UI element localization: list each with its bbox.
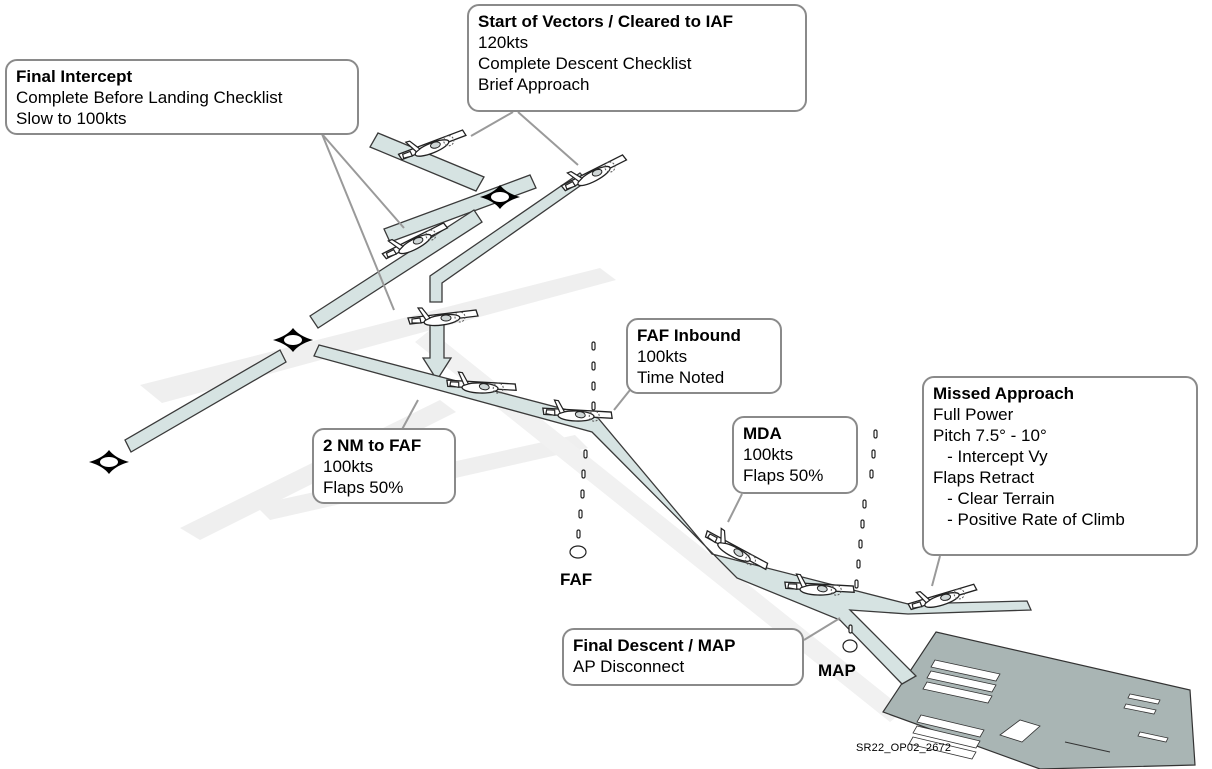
callout-title: MDA (743, 424, 782, 443)
callout-title: Final Descent / MAP (573, 636, 736, 655)
map-vertical-marker (842, 429, 878, 653)
callout-line: Complete Before Landing Checklist (16, 88, 283, 107)
callout-mda: MDA 100kts Flaps 50% (732, 416, 858, 494)
airplane-icon (557, 151, 632, 196)
callout-two-nm-to-faf: 2 NM to FAF 100kts Flaps 50% (312, 428, 456, 504)
callout-title: Start of Vectors / Cleared to IAF (478, 12, 734, 31)
callout-line: Slow to 100kts (16, 109, 127, 128)
callout-line: 100kts (743, 445, 794, 464)
callout-line: 100kts (323, 457, 374, 476)
callout-final-descent: Final Descent / MAP AP Disconnect (562, 628, 804, 686)
callout-line: Time Noted (637, 368, 725, 387)
callout-missed-approach: Missed Approach Full Power Pitch 7.5° - … (922, 376, 1198, 556)
callout-line: - Intercept Vy (933, 447, 1048, 466)
callout-leader-lines (321, 111, 941, 641)
callout-line: 120kts (478, 33, 529, 52)
callout-line: Complete Descent Checklist (478, 54, 692, 73)
callout-line: AP Disconnect (573, 657, 685, 676)
callout-line: - Positive Rate of Climb (933, 510, 1125, 529)
callout-title: 2 NM to FAF (323, 436, 422, 455)
map-label: MAP (818, 661, 856, 680)
figure-credit: SR22_OP02_2672 (856, 742, 952, 754)
callout-title: FAF Inbound (637, 326, 741, 345)
fix-marker-icon (89, 450, 129, 474)
runway (882, 631, 1196, 769)
callout-title: Missed Approach (933, 384, 1075, 403)
callout-line: Full Power (933, 405, 1014, 424)
callout-final-intercept: Final Intercept Complete Before Landing … (5, 59, 359, 135)
faf-vertical-marker (569, 341, 596, 559)
callout-line: Flaps 50% (323, 478, 404, 497)
callout-title: Final Intercept (16, 67, 133, 86)
track-ribbons (124, 132, 1032, 685)
callout-faf-inbound: FAF Inbound 100kts Time Noted (626, 318, 782, 394)
callout-line: Flaps 50% (743, 466, 824, 485)
faf-label: FAF (560, 570, 593, 589)
callout-line: 100kts (637, 347, 688, 366)
callout-line: Brief Approach (478, 75, 590, 94)
callout-line: - Clear Terrain (933, 489, 1055, 508)
callout-line: Pitch 7.5° - 10° (933, 426, 1047, 445)
callout-line: Flaps Retract (933, 468, 1035, 487)
callout-start-of-vectors: Start of Vectors / Cleared to IAF 120kts… (467, 4, 807, 112)
